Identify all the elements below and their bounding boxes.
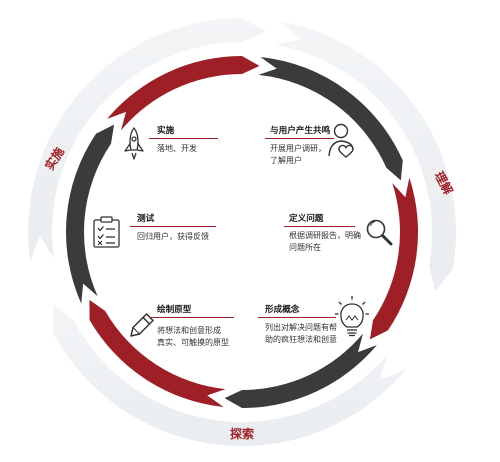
checklist-icon bbox=[93, 216, 120, 248]
step-prototype-title: 绘制原型 bbox=[157, 303, 192, 315]
step-define-title: 定义问题 bbox=[289, 212, 324, 224]
step-define-desc-1: 根据调研报告，明确 bbox=[289, 230, 361, 240]
outer-arc-implement bbox=[27, 18, 267, 262]
step-empathize-title: 与用户产生共鸣 bbox=[270, 124, 331, 136]
step-prototype-desc-1: 将想法和创意形成 bbox=[157, 325, 221, 335]
outer-ring bbox=[27, 18, 457, 447]
step-test-title: 测试 bbox=[137, 212, 155, 224]
step-define: 定义问题 根据调研报告，明确 问题所在 bbox=[284, 212, 393, 252]
outer-arc-understand bbox=[274, 21, 457, 292]
step-prototype: 绘制原型 将想法和创意形成 真实、可触摸的原型 bbox=[130, 303, 234, 347]
step-test: 测试 回归用户，获得反馈 bbox=[93, 212, 216, 248]
step-implement-title: 实施 bbox=[157, 124, 175, 136]
ring-segment-top-left bbox=[107, 56, 260, 131]
step-implement-desc-1: 落地、开发 bbox=[157, 143, 197, 153]
ring-segment-right bbox=[369, 177, 419, 340]
step-define-desc-2: 问题所在 bbox=[289, 242, 321, 252]
ring-segment-bottom-right bbox=[224, 333, 377, 408]
ring-segment-left bbox=[66, 124, 115, 304]
step-ideate-desc-2: 助的疯狂想法和创意 bbox=[265, 334, 337, 344]
step-empathize: 与用户产生共鸣 开展用户调研， 了解用户 bbox=[265, 123, 354, 165]
step-empathize-desc-1: 开展用户调研， bbox=[270, 143, 326, 153]
inner-ring bbox=[66, 56, 419, 408]
rocket-icon bbox=[124, 127, 144, 160]
step-ideate-desc-1: 列出对解决问题有帮 bbox=[265, 322, 337, 332]
magnifier-icon bbox=[366, 219, 393, 246]
phase-label-explore: 探索 bbox=[230, 426, 254, 441]
lightbulb-icon bbox=[335, 296, 369, 337]
step-ideate-title: 形成概念 bbox=[265, 303, 300, 315]
step-ideate: 形成概念 列出对解决问题有帮 助的疯狂想法和创意 bbox=[258, 296, 369, 344]
step-prototype-desc-2: 真实、可触摸的原型 bbox=[157, 337, 229, 347]
ring-segment-bottom-left bbox=[89, 299, 226, 408]
user-heart-icon bbox=[328, 123, 354, 158]
step-empathize-desc-2: 了解用户 bbox=[270, 155, 302, 165]
step-test-desc-1: 回归用户，获得反馈 bbox=[137, 231, 209, 241]
outer-arc-explore bbox=[53, 304, 406, 447]
ring-segment-top-right bbox=[258, 56, 403, 181]
step-implement: 实施 落地、开发 bbox=[124, 124, 218, 160]
pencil-icon bbox=[130, 313, 154, 337]
